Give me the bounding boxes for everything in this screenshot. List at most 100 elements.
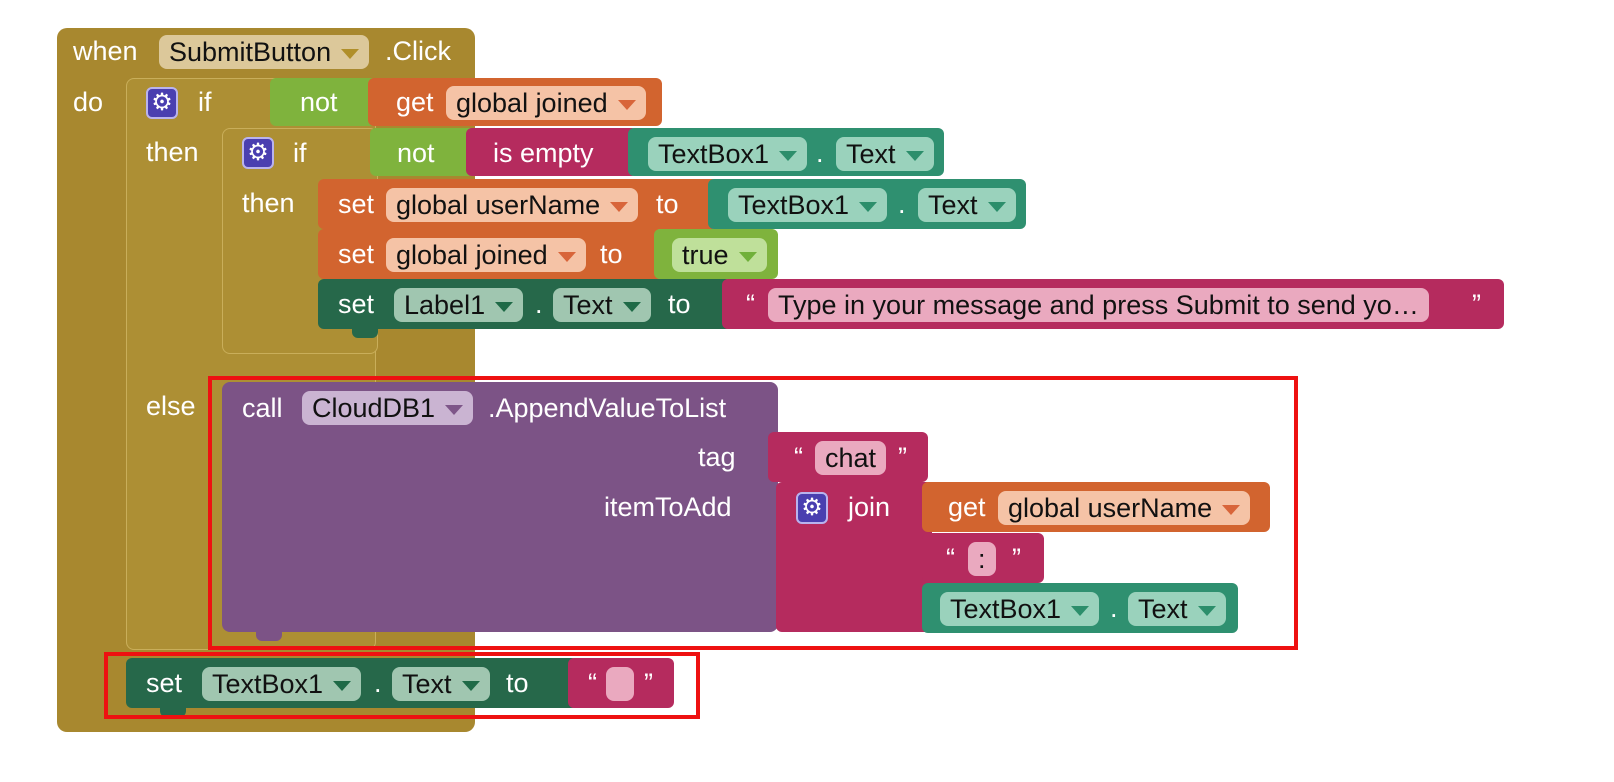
dot-label: . [374,668,382,698]
component-dropdown-label: TextBox1 [658,139,770,169]
chevron-down-icon [333,681,352,691]
dot-label: . [816,138,824,168]
open-quote: “ [588,668,597,698]
set-label: set [338,189,375,219]
chevron-down-icon [987,202,1006,212]
component-dropdown-textbox1[interactable]: TextBox1 [648,137,808,171]
variable-dropdown-global-username[interactable]: global userName [386,188,639,222]
chevron-down-icon [461,681,480,691]
property-dropdown-text[interactable]: Text [836,137,934,171]
open-quote: “ [946,543,955,573]
property-dropdown-text[interactable]: Text [553,288,651,322]
to-label: to [668,289,691,319]
property-dropdown-label: Text [1138,594,1188,624]
variable-dropdown-global-joined[interactable]: global joined [446,86,646,120]
tag-socket-label: tag [698,442,736,472]
component-dropdown-label: SubmitButton [169,37,332,67]
component-dropdown-textbox1[interactable]: TextBox1 [728,188,888,222]
not-label: not [397,138,435,168]
do-label: do [73,87,104,117]
set-label: set [146,668,183,698]
not-block-inner[interactable] [370,128,480,176]
set-label: set [338,239,375,269]
else-label: else [146,391,196,421]
get-label: get [396,87,434,117]
get-label: get [948,492,986,522]
property-dropdown-text[interactable]: Text [918,188,1016,222]
chevron-down-icon [617,100,636,110]
variable-dropdown-label: global userName [396,190,601,220]
boolean-dropdown-label: true [682,240,729,270]
is-empty-block[interactable] [466,128,638,176]
not-label: not [300,87,338,117]
text-field-value: : [978,544,986,574]
call-label: call [242,393,283,423]
property-dropdown-label: Text [846,139,896,169]
to-label: to [656,189,679,219]
chevron-down-icon [495,302,514,312]
variable-dropdown-label: global joined [456,88,608,118]
join-label: join [848,492,891,522]
if-label: if [198,87,212,117]
property-dropdown-label: Text [563,290,613,320]
chevron-down-icon [905,151,924,161]
chevron-down-icon [445,405,464,415]
variable-dropdown-global-username[interactable]: global userName [998,491,1251,525]
chevron-down-icon [557,252,576,262]
item-to-add-socket-label: itemToAdd [604,492,732,522]
set-label1-text-block[interactable] [318,279,732,329]
component-dropdown-label: CloudDB1 [312,393,436,423]
text-field-message[interactable]: Type in your message and press Submit to… [768,288,1429,322]
text-field-colon[interactable]: : [968,542,996,576]
variable-dropdown-global-joined[interactable]: global joined [386,238,586,272]
gear-icon[interactable]: ⚙ [796,492,828,524]
variable-dropdown-label: global userName [1008,493,1213,523]
text-field-value: Type in your message and press Submit to… [778,290,1419,320]
event-name-label: .Click [385,36,451,66]
block-connector [256,631,282,641]
then-label: then [242,188,295,218]
component-dropdown-label1[interactable]: Label1 [394,288,524,322]
chevron-down-icon [738,252,757,262]
dot-label: . [1110,593,1118,623]
if-label: if [293,138,307,168]
close-quote: ” [1472,289,1481,319]
close-quote: ” [1012,543,1021,573]
then-label: then [146,137,199,167]
component-dropdown-label: TextBox1 [212,669,324,699]
is-empty-label: is empty [493,138,594,168]
component-dropdown-textbox1[interactable]: TextBox1 [940,592,1100,626]
component-dropdown-submitbutton[interactable]: SubmitButton [159,35,370,69]
chevron-down-icon [341,49,360,59]
highlight-box-set-block [104,652,700,719]
gear-icon[interactable]: ⚙ [242,137,274,169]
set-label: set [338,289,375,319]
component-dropdown-textbox1[interactable]: TextBox1 [202,667,362,701]
gear-icon[interactable]: ⚙ [146,87,178,119]
not-block-outer[interactable] [270,78,378,126]
property-dropdown-text[interactable]: Text [392,667,490,701]
dot-label: . [535,289,543,319]
highlight-box-call-block [208,376,1298,650]
component-dropdown-clouddb1[interactable]: CloudDB1 [302,391,474,425]
variable-dropdown-label: global joined [396,240,548,270]
property-dropdown-text[interactable]: Text [1128,592,1226,626]
method-label: .AppendValueToList [488,393,727,423]
component-dropdown-label: TextBox1 [950,594,1062,624]
chevron-down-icon [1197,606,1216,616]
boolean-dropdown-true[interactable]: true [672,238,767,272]
chevron-down-icon [1071,606,1090,616]
to-label: to [506,668,529,698]
text-field-chat[interactable]: chat [815,441,887,475]
chevron-down-icon [859,202,878,212]
component-dropdown-label: TextBox1 [738,190,850,220]
chevron-down-icon [622,302,641,312]
dot-label: . [898,189,906,219]
close-quote: ” [898,442,907,472]
text-field-empty[interactable] [606,667,634,701]
chevron-down-icon [1222,505,1241,515]
property-dropdown-label: Text [928,190,978,220]
open-quote: “ [794,442,803,472]
close-quote: ” [644,668,653,698]
to-label: to [600,239,623,269]
